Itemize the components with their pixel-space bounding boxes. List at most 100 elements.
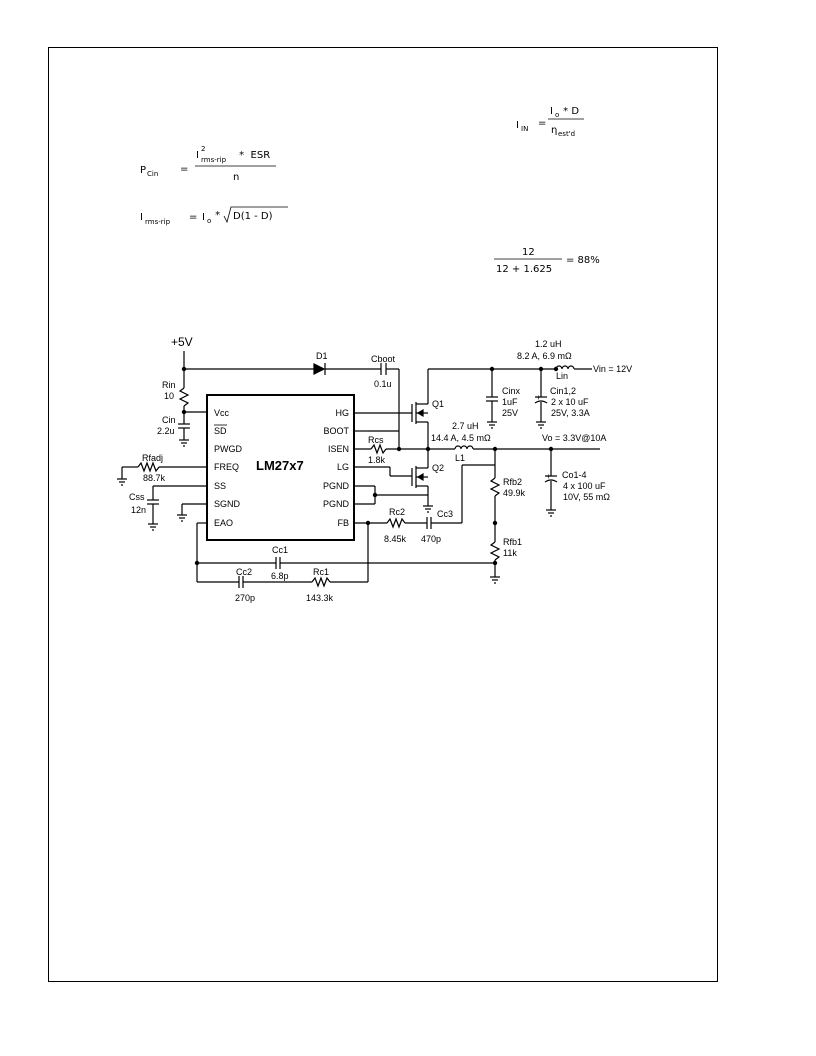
resistor-rcs [370,443,387,455]
label-l1-val2: 14.4 A, 4.5 mΩ [431,433,491,443]
pin-lg: LG [337,462,349,472]
eq-iin-num-rest: * D [560,106,579,117]
pin-eao: EAO [214,518,233,528]
capacitor-co [544,475,558,483]
label-cc2-val: 270p [235,593,255,603]
pin-pgnd-1: PGND [323,481,350,491]
ground-co [546,509,556,517]
eq-iin-den-sub: est'd [558,130,575,138]
label-cinx: Cinx [502,386,521,396]
label-rfb1-val: 11k [503,548,517,558]
capacitor-css [147,499,159,505]
ground-q2 [423,505,433,513]
label-rc2: Rc2 [389,507,405,517]
eq-iin-den: η [551,125,557,136]
label-vin: Vin = 12V [593,364,632,374]
label-cin12-val2: 25V, 3.3A [551,408,590,418]
eq-pcin-lhs-sub: Cin [147,170,158,178]
junction-dots [181,366,559,566]
chip-pin-labels: Vcc SD PWGD FREQ SS SGND EAO HG BOOT ISE… [214,408,349,528]
label-cin: Cin [162,415,176,425]
eq-irms-lhs-sub: rms-rip [145,218,171,226]
label-l1-val1: 2.7 uH [452,421,479,431]
capacitor-cc1 [275,557,281,569]
eq-irms-radicand: D(1 - D) [233,211,273,222]
label-cin-val: 2.2u [157,426,175,436]
eq-pcin-num-sup: 2 [201,145,205,153]
pin-sgnd: SGND [214,499,241,509]
label-d1: D1 [316,351,328,361]
eq-iin-lhs: I [516,120,519,131]
label-cin12-val1: 2 x 10 uF [551,397,589,407]
ground-cinx [487,421,497,429]
label-cc2: Cc2 [236,567,252,577]
eq-eff-den: 12 + 1.625 [496,264,552,275]
eq-irms-times: * [212,210,223,221]
label-rcs: Rcs [368,435,384,445]
eq-pcin-den: n [233,172,239,183]
resistor-rfb1 [489,541,501,561]
eq-eff-rhs: = 88% [566,255,600,266]
page-border [48,47,718,982]
mosfet-q2 [415,466,429,506]
eq-iin-num-sub: o [555,111,559,119]
label-css: Css [129,492,145,502]
label-rc1-val: 143.3k [306,593,334,603]
label-cc3-val: 470p [421,534,441,544]
schematic [117,351,600,588]
pin-pgnd-2: PGND [323,499,350,509]
label-q2: Q2 [432,463,444,473]
ground-rfb1 [490,576,500,584]
ground-cin [179,439,189,447]
equation-input-current: I IN = I o * D η est'd [516,106,584,138]
ground-rfadj [117,478,127,486]
capacitor-cc2 [238,576,244,588]
label-cboot-val: 0.1u [374,379,392,389]
label-cc1-val: 6.8p [271,571,289,581]
eq-eff-num: 12 [522,247,535,258]
label-css-val: 12n [131,505,146,515]
label-rc2-val: 8.45k [384,534,407,544]
label-rc1: Rc1 [313,567,329,577]
label-rfadj-val: 88.7k [143,473,166,483]
label-cc3: Cc3 [437,509,453,519]
eq-pcin-equals: = [180,164,188,175]
resistor-rfadj [137,461,160,473]
ground-css [148,523,158,531]
eq-irms-equals: = [189,212,197,223]
pin-fb: FB [337,518,349,528]
label-cin12-plus: + [536,393,541,402]
eq-iin-lhs-sub: IN [521,125,528,133]
inductor-lin [555,365,575,370]
label-rin-val: 10 [164,391,174,401]
pin-ss: SS [214,481,226,491]
label-cinx-val2: 25V [502,408,518,418]
capacitor-cboot [380,363,387,375]
pin-freq: FREQ [214,462,239,472]
equations-group: I IN = I o * D η est'd P Cin = I 2 rms-r… [140,106,600,275]
eq-pcin-num-sub: rms-rip [201,156,227,164]
label-rfb2-val: 49.9k [503,488,526,498]
equation-rms-ripple: I rms-rip = I o * D(1 - D) [140,206,288,226]
pin-vcc: Vcc [214,408,230,418]
label-lin-val1: 1.2 uH [535,339,562,349]
label-rcs-val: 1.8k [368,455,386,465]
label-cc1: Cc1 [272,545,288,555]
equation-efficiency: 12 12 + 1.625 = 88% [494,247,600,275]
label-vo: Vo = 3.3V@10A [542,433,606,443]
label-cboot: Cboot [371,354,396,364]
ground-sgnd [177,514,187,522]
eq-iin-num: I [550,106,553,117]
capacitor-cc3 [426,517,432,529]
label-supply: +5V [171,335,193,349]
resistor-rfb2 [489,477,501,497]
chip-name: LM27x7 [256,458,304,473]
resistor-rc1 [311,576,331,588]
resistor-rin [178,387,190,407]
mosfet-q1 [415,369,429,449]
pin-hg: HG [336,408,350,418]
pin-boot: BOOT [323,426,349,436]
eq-pcin-num-rest: * ESR [236,150,270,161]
label-co-val1: 4 x 100 uF [563,481,606,491]
